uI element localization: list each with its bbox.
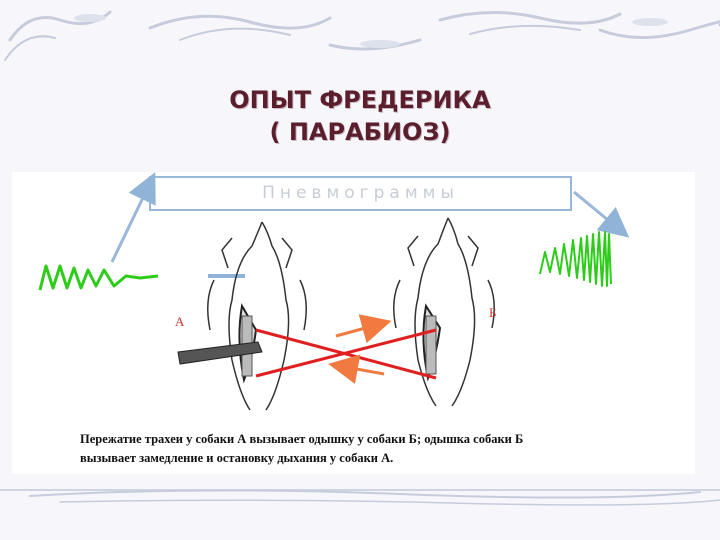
flow-arrow-up: [335, 314, 392, 344]
title-line-1: ОПЫТ ФРЕДЕРИКА: [229, 86, 491, 114]
figure-panel: [12, 172, 695, 474]
slide-title: ОПЫТ ФРЕДЕРИКА ( ПАРАБИОЗ): [180, 84, 540, 148]
forceps: [177, 341, 263, 365]
pneumogram-trace-left: [38, 264, 159, 291]
pneumogram-trace-right: [539, 231, 612, 287]
flow-arrow-down: [328, 354, 385, 384]
right-pointer-arrow: [573, 190, 630, 238]
caption-line-2: вызывает замедление и остановку дыхания …: [80, 451, 394, 465]
dog-b-drawing: [393, 217, 495, 407]
figure-caption: Пережатие трахеи у собаки А вызывает оды…: [80, 430, 680, 468]
dog-a-label: А: [175, 314, 185, 329]
cross-line-2: [255, 328, 437, 378]
dog-b-label: Б: [489, 305, 497, 320]
pneumograms-box: Пневмограммы: [149, 176, 572, 211]
title-line-2: ( ПАРАБИОЗ): [269, 118, 451, 146]
dog-a-drawing: [207, 221, 307, 411]
pneumograms-label: Пневмограммы: [262, 183, 459, 203]
left-pointer-arrow: [110, 172, 156, 263]
caption-line-1: Пережатие трахеи у собаки А вызывает оды…: [80, 432, 524, 446]
